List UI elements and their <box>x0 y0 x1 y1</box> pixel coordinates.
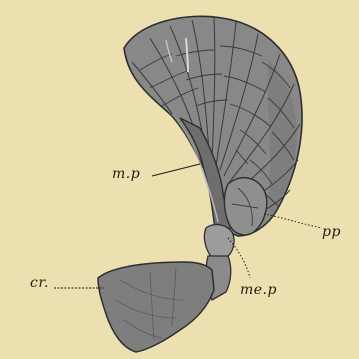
label-pp: pp <box>322 224 341 240</box>
label-cr: cr. <box>30 275 49 291</box>
label-mp: m.p <box>112 166 140 182</box>
label-mep: me.p <box>240 282 277 298</box>
